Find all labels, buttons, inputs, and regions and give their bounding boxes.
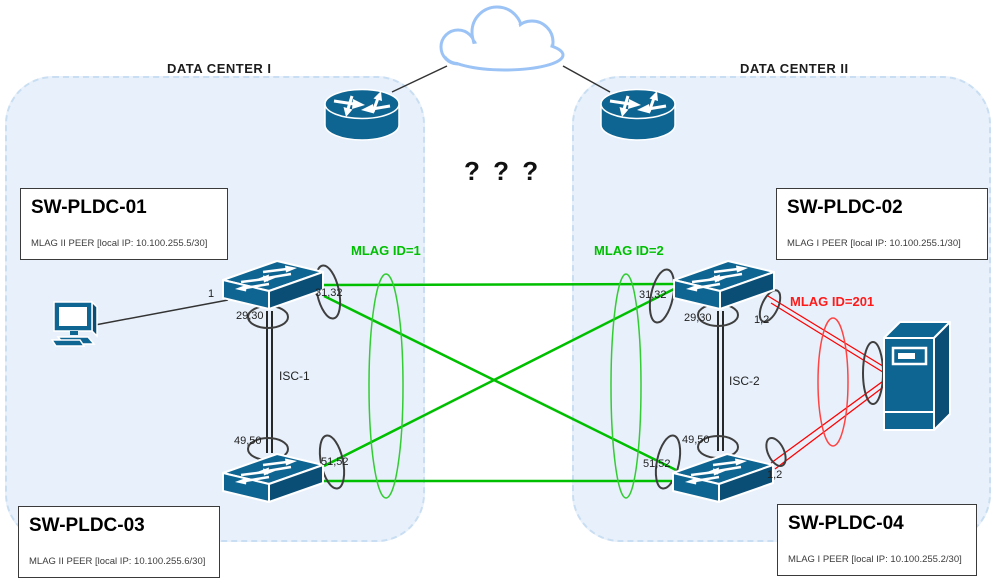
sw2-port-3132-label: 31,32 [639, 289, 667, 301]
sw-pldc-01-title: SW-PLDC-01 [31, 197, 147, 218]
switch-icon-sw-pldc-02 [672, 259, 776, 311]
mlag-link-sw1-sw2 [321, 282, 677, 287]
sw1-port-2930-label: 29,30 [236, 310, 264, 322]
sw4-server-port-ellipse [765, 436, 787, 468]
infobox-sw-pldc-03: SW-PLDC-03 MLAG II PEER [local IP: 10.10… [18, 506, 220, 578]
sw4-port-4950-label: 49,50 [682, 434, 710, 446]
mlag-id-201-label: MLAG ID=201 [790, 294, 875, 309]
isc-1-label: ISC-1 [279, 369, 310, 383]
server-icon [882, 320, 952, 432]
sw2-mlag-ellipse [648, 268, 676, 324]
sw-pldc-04-subtitle: MLAG I PEER [local IP: 10.100.255.2/30] [788, 554, 962, 565]
sw-pldc-02-title: SW-PLDC-02 [787, 197, 903, 218]
sw-pldc-03-title: SW-PLDC-03 [29, 515, 145, 536]
infobox-sw-pldc-01: SW-PLDC-01 MLAG II PEER [local IP: 10.10… [20, 188, 228, 260]
sw-pldc-04-title: SW-PLDC-04 [788, 513, 904, 534]
mlag-id-1-label: MLAG ID=1 [351, 243, 421, 258]
mlag201-link-sw4-a [770, 378, 887, 464]
router-icon-dc2 [599, 88, 677, 142]
infobox-sw-pldc-04: SW-PLDC-04 MLAG I PEER [local IP: 10.100… [777, 504, 977, 576]
sw2-port-12-label: 1,2 [754, 314, 770, 326]
sw4-port-5152-label: 51,52 [643, 458, 671, 470]
sw4-port-12-label: 1,2 [767, 469, 783, 481]
sw2-port-2930-label: 29,30 [684, 312, 712, 324]
unknown-interconnect-label: ? ? ? [464, 156, 542, 186]
sw1-mlag-ellipse [314, 264, 342, 320]
cloud-router1-link [391, 65, 448, 93]
isc-2-label: ISC-2 [729, 374, 760, 388]
sw-pldc-01-subtitle: MLAG II PEER [local IP: 10.100.255.5/30] [31, 238, 208, 249]
switch-icon-sw-pldc-03 [221, 452, 325, 504]
switch-icon-sw-pldc-04 [671, 452, 775, 504]
mlag-link-sw3-sw2 [323, 286, 677, 468]
wan-links [94, 65, 611, 326]
data-center-1-label: DATA CENTER I [167, 61, 272, 76]
mlag-green-links [321, 282, 677, 483]
mlag-id-2-label: MLAG ID=2 [594, 243, 664, 258]
sw2-server-port-ellipse [758, 289, 782, 323]
pc-icon [51, 301, 98, 347]
cloud-router2-link [562, 65, 611, 93]
sw1-port-1-label: 1 [208, 288, 215, 300]
router-icon-dc1 [323, 88, 401, 142]
mlag201-link-sw2-b [770, 302, 887, 375]
sw1-port-3132-label: 31,32 [315, 287, 343, 299]
sw3-port-5152-label: 51,52 [321, 456, 349, 468]
mlag201-link-sw4-b [774, 384, 887, 470]
sw-pldc-02-subtitle: MLAG I PEER [local IP: 10.100.255.1/30] [787, 238, 961, 249]
mlag201-link-sw2-a [767, 295, 887, 369]
infobox-sw-pldc-02: SW-PLDC-02 MLAG I PEER [local IP: 10.100… [776, 188, 988, 260]
cloud-icon [439, 5, 565, 72]
sw3-port-4950-label: 49,50 [234, 435, 262, 447]
data-center-2-label: DATA CENTER II [740, 61, 849, 76]
pc-sw1-link [94, 299, 229, 326]
mlag-link-sw1-sw4 [323, 294, 677, 472]
sw4-mlag-ellipse [654, 434, 682, 490]
mlag2-bundle-ellipse [610, 273, 642, 499]
switch-icon-sw-pldc-01 [221, 259, 325, 311]
isc-trunks [266, 311, 724, 453]
mlag1-bundle-ellipse [368, 273, 404, 499]
mlag201-bundle-ellipse [817, 317, 849, 447]
sw-pldc-03-subtitle: MLAG II PEER [local IP: 10.100.255.6/30] [29, 556, 206, 567]
